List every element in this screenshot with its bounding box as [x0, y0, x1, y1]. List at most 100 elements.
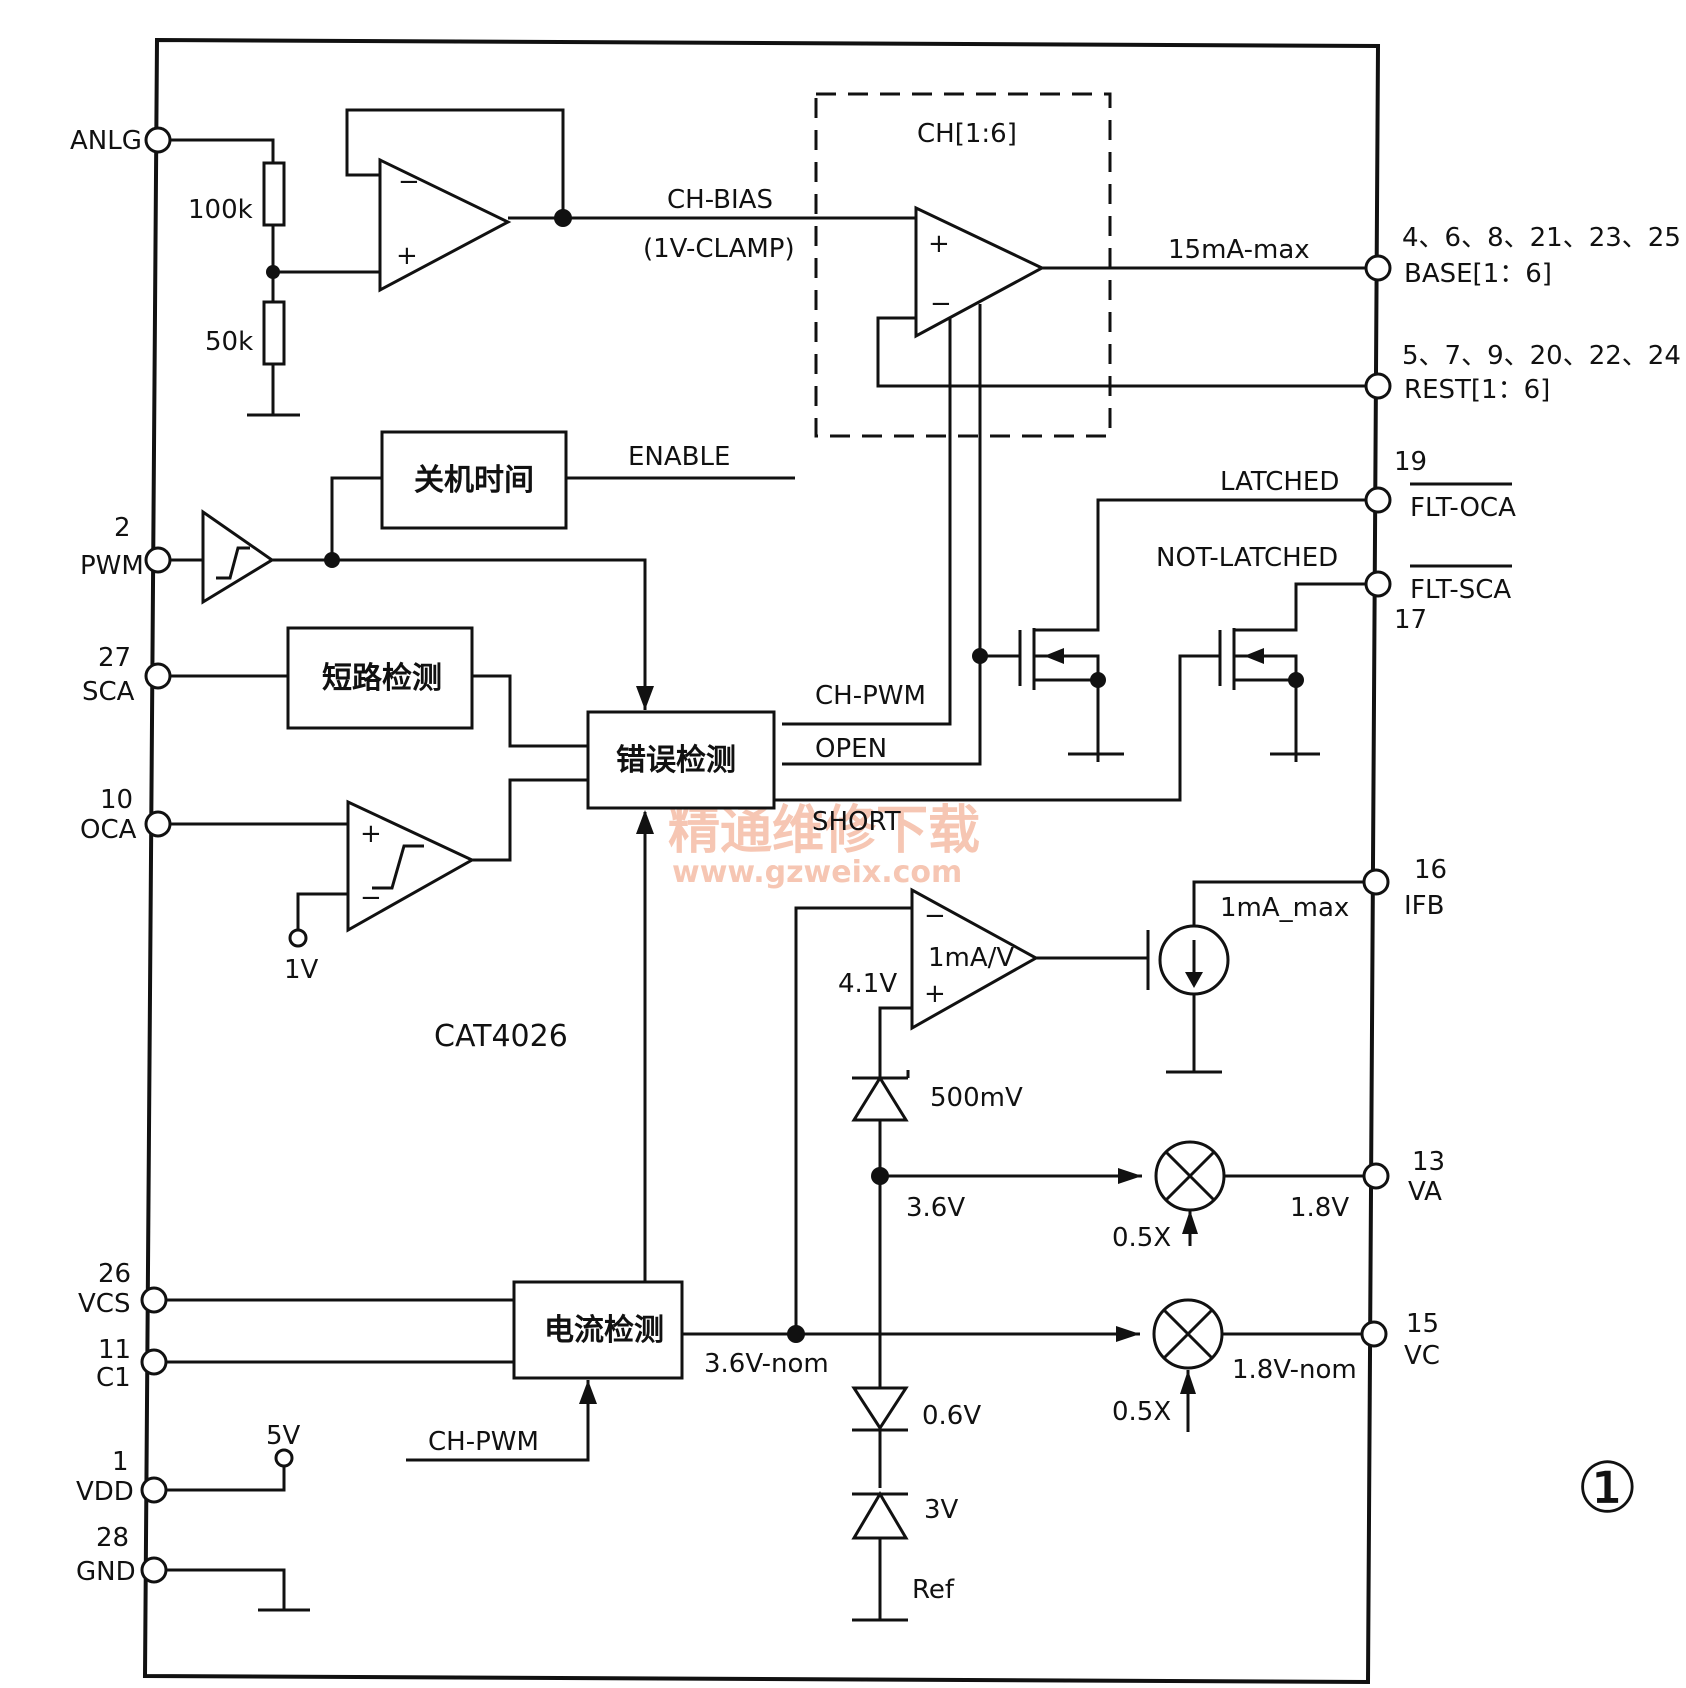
ch-bias-label: CH-BIAS	[667, 185, 773, 215]
pin-sca[interactable]	[144, 662, 172, 690]
current-source-arrowhead	[1185, 972, 1203, 988]
pin-vcs-label: VCS	[78, 1289, 130, 1319]
ifb-label: IFB	[1404, 891, 1444, 921]
base-label: BASE[1：6]	[1404, 259, 1552, 289]
v1-label: 1V	[284, 955, 319, 985]
pin-vdd-number: 1	[112, 1447, 129, 1477]
current-detect-label: 电流检测	[544, 1313, 664, 1348]
pin-vc[interactable]	[1360, 1320, 1388, 1348]
max15-label: 15mA-max	[1168, 235, 1310, 265]
pin-oca-number: 10	[100, 785, 133, 815]
pin-pwm-number: 2	[114, 513, 131, 543]
oca-ref-terminal	[288, 928, 308, 948]
pin-va[interactable]	[1362, 1162, 1390, 1190]
vdd-5v-terminal	[274, 1448, 294, 1468]
rest-label: REST[1：6]	[1404, 375, 1550, 405]
pin-oca[interactable]	[144, 810, 172, 838]
clamp-label: (1V-CLAMP)	[643, 234, 795, 264]
pin-vdd[interactable]	[140, 1476, 168, 1504]
watermark-url: www.gzweix.com	[672, 855, 962, 890]
arrow-36v	[1118, 1168, 1142, 1184]
pin-c1-label: C1	[96, 1363, 131, 1393]
pin-pwm[interactable]	[144, 546, 172, 574]
shutdown-time-label: 关机时间	[414, 463, 534, 498]
oca-minus: −	[360, 883, 382, 913]
not-latched-label: NOT-LATCHED	[1156, 543, 1338, 573]
wire-ch-pwm-current	[406, 1380, 590, 1462]
pin-flt-oca[interactable]	[1364, 486, 1392, 514]
pin-vdd-label: VDD	[76, 1477, 134, 1507]
ch-pwm2-label: CH-PWM	[428, 1427, 539, 1457]
pin-gnd[interactable]	[140, 1556, 168, 1584]
pin-vcs[interactable]	[140, 1286, 168, 1314]
oca-hysteresis-symbol	[372, 844, 424, 890]
arrow-vc	[1116, 1326, 1140, 1342]
vc-label: VC	[1404, 1341, 1440, 1371]
resistor-100k-label: 100k	[188, 195, 253, 225]
short-label: SHORT	[812, 807, 901, 837]
multiplier-vc-x	[1162, 1308, 1214, 1360]
channel-group-label: CH[1:6]	[917, 119, 1017, 149]
figure-number: ①	[1576, 1447, 1639, 1529]
chip-name: CAT4026	[434, 1019, 568, 1054]
channel-plus: +	[928, 229, 950, 259]
pwm-schmitt-symbol	[216, 546, 250, 580]
wire-gnd	[166, 1568, 310, 1612]
wire-buffer-fb	[345, 108, 565, 218]
buffer-opamp	[378, 157, 512, 293]
flt-oca-label: FLT-OCA	[1410, 493, 1516, 523]
wire-rest	[876, 316, 1366, 388]
pin-ifb[interactable]	[1362, 868, 1390, 896]
resistor-50k-label: 50k	[205, 327, 253, 357]
pin-sca-number: 27	[98, 643, 131, 673]
pin-c1-number: 11	[98, 1335, 131, 1365]
flt-sca-label: FLT-SCA	[1410, 575, 1511, 605]
flt-oca-number: 19	[1394, 447, 1427, 477]
resistor-50k	[262, 300, 286, 366]
v06-label: 0.6V	[922, 1401, 981, 1431]
wire-pwm-out	[272, 558, 647, 710]
va-number: 13	[1412, 1147, 1445, 1177]
v36-label: 3.6V	[906, 1193, 965, 1223]
arrow-ch-pwm-current	[579, 1380, 597, 1404]
pin-sca-label: SCA	[82, 677, 135, 707]
wire-open-up	[782, 304, 982, 766]
shutdown-time-block	[380, 430, 568, 530]
pin-pwm-label: PWM	[80, 551, 144, 581]
wire-gm-out	[1036, 930, 1150, 990]
zener-500mv-bar	[852, 1070, 910, 1080]
wire-oca-ref	[296, 892, 348, 930]
pin-flt-sca[interactable]	[1364, 570, 1392, 598]
pin-anlg[interactable]	[144, 126, 172, 154]
rest-numbers: 5、7、9、20、22、24	[1402, 341, 1681, 371]
zener-3v-bar	[852, 1492, 908, 1622]
node-mosfet-not-latched	[1288, 672, 1304, 688]
mosfet-not-latched-arrow	[1244, 648, 1264, 664]
x05a-label: 0.5X	[1112, 1223, 1171, 1253]
ma-max-label: 1mA_max	[1220, 893, 1349, 923]
pwm-schmitt-buffer	[201, 509, 275, 605]
v18-label: 1.8V	[1290, 1193, 1349, 1223]
pin-gnd-label: GND	[76, 1557, 136, 1587]
ifb-number: 16	[1414, 855, 1447, 885]
latched-label: LATCHED	[1220, 467, 1339, 497]
gm-label: 1mA/V	[928, 943, 1014, 973]
pin-base[interactable]	[1364, 254, 1392, 282]
v3-label: 3V	[924, 1495, 959, 1525]
diode-06v	[851, 1386, 909, 1431]
pin-oca-label: OCA	[80, 815, 137, 845]
ch-pwm-label: CH-PWM	[815, 681, 926, 711]
wire-ch-pwm-up	[782, 318, 952, 726]
wire-gm-neg	[794, 906, 912, 1330]
pin-gnd-number: 28	[96, 1523, 129, 1553]
node-pwm	[324, 552, 340, 568]
pin-rest[interactable]	[1364, 372, 1392, 400]
open-label: OPEN	[815, 734, 887, 764]
wire-short-out	[774, 654, 1220, 802]
zener-500mv	[851, 1075, 909, 1122]
gm-amplifier	[910, 887, 1040, 1031]
pin-c1[interactable]	[140, 1348, 168, 1376]
current-detect-block	[512, 1280, 684, 1380]
chip-outline	[142, 37, 1381, 1685]
